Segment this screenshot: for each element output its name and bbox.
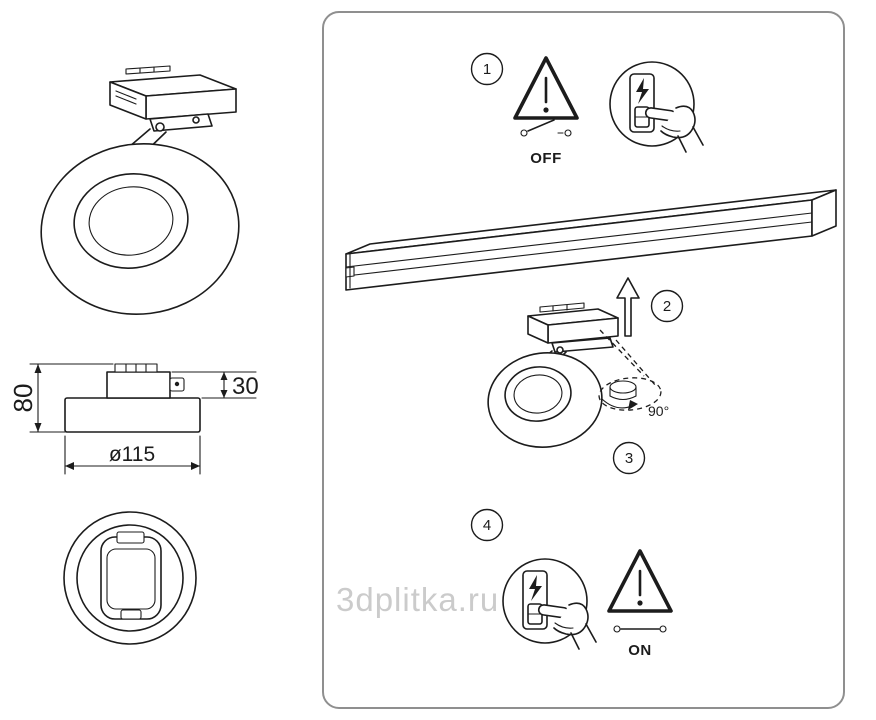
step-1-number: 1 <box>483 61 491 78</box>
instruction-panel <box>322 11 845 709</box>
spotlight-install-view: 90° 3 <box>487 302 669 475</box>
step-4-number: 4 <box>483 517 491 534</box>
dimension-height-label: 80 <box>8 384 38 413</box>
step-4-badge <box>470 508 504 542</box>
spotlight-bottom-view <box>63 511 197 645</box>
step-2-badge <box>650 289 684 323</box>
step-4: 4 ON <box>470 508 673 659</box>
on-switch-symbol <box>613 625 667 633</box>
dimension-adapter-label: 30 <box>232 373 259 400</box>
dimension-adapter-height: 30 <box>171 371 259 400</box>
dimension-height: 80 <box>8 363 114 433</box>
rotation-angle-label: 90° <box>648 403 669 419</box>
track-contacts <box>125 65 171 75</box>
dimension-diameter-label: ø115 <box>109 443 155 466</box>
spotlight-perspective-view <box>40 65 240 316</box>
step-1: 1 OFF <box>470 52 704 167</box>
on-label: ON <box>628 642 652 659</box>
watermark-text: 3dplitka.ru <box>336 581 499 618</box>
hinge-screw <box>155 122 165 132</box>
dimension-diameter: ø115 <box>64 435 201 475</box>
off-label: OFF <box>530 150 562 167</box>
step-3-number: 3 <box>625 450 633 467</box>
step-1-badge <box>470 52 504 86</box>
up-arrow-icon <box>616 277 640 337</box>
track-rail-drawing <box>345 189 837 291</box>
spotlight-side-view: 80 30 ø115 <box>8 363 259 475</box>
step-2: 2 <box>616 277 684 337</box>
step-3-badge <box>612 441 646 475</box>
off-switch-symbol <box>520 119 572 137</box>
step-2-number: 2 <box>663 298 671 315</box>
